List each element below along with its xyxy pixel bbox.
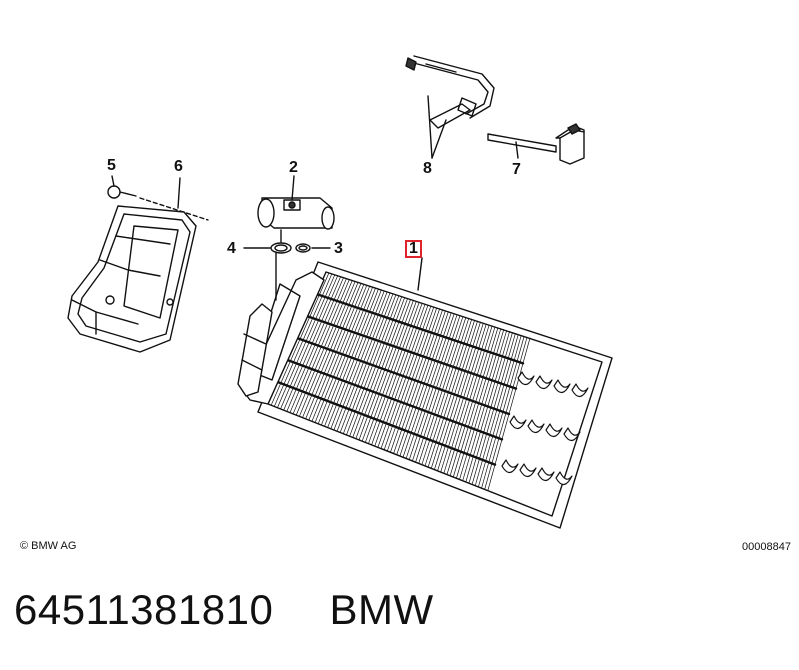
- diagram-id: 00008847: [742, 541, 791, 553]
- part-5-6-cover-drawing: [67, 175, 209, 353]
- evaporator-exploded-view: [67, 55, 613, 529]
- copyright-notice: © BMW AG: [20, 540, 77, 552]
- brand-name: BMW: [329, 586, 434, 633]
- part-number: 64511381810: [14, 586, 274, 633]
- part-info: 64511381810 BMW: [14, 586, 434, 634]
- callout-5[interactable]: 5: [107, 157, 116, 174]
- part-7-sensor-drawing: [487, 123, 585, 165]
- callout-7[interactable]: 7: [512, 161, 521, 178]
- callout-4[interactable]: 4: [227, 240, 236, 257]
- part-1-evaporator-drawing: [237, 251, 613, 529]
- callout-2[interactable]: 2: [289, 159, 298, 176]
- parts-diagram: 1 2 3 4 5 6 7 8: [67, 55, 613, 529]
- part-8-pipe-drawing: [405, 55, 495, 159]
- part-2-expansion-valve-drawing: [243, 175, 335, 254]
- callout-3[interactable]: 3: [334, 240, 343, 257]
- callout-6[interactable]: 6: [174, 158, 183, 175]
- callout-1[interactable]: 1: [405, 240, 422, 258]
- callout-8[interactable]: 8: [423, 160, 432, 177]
